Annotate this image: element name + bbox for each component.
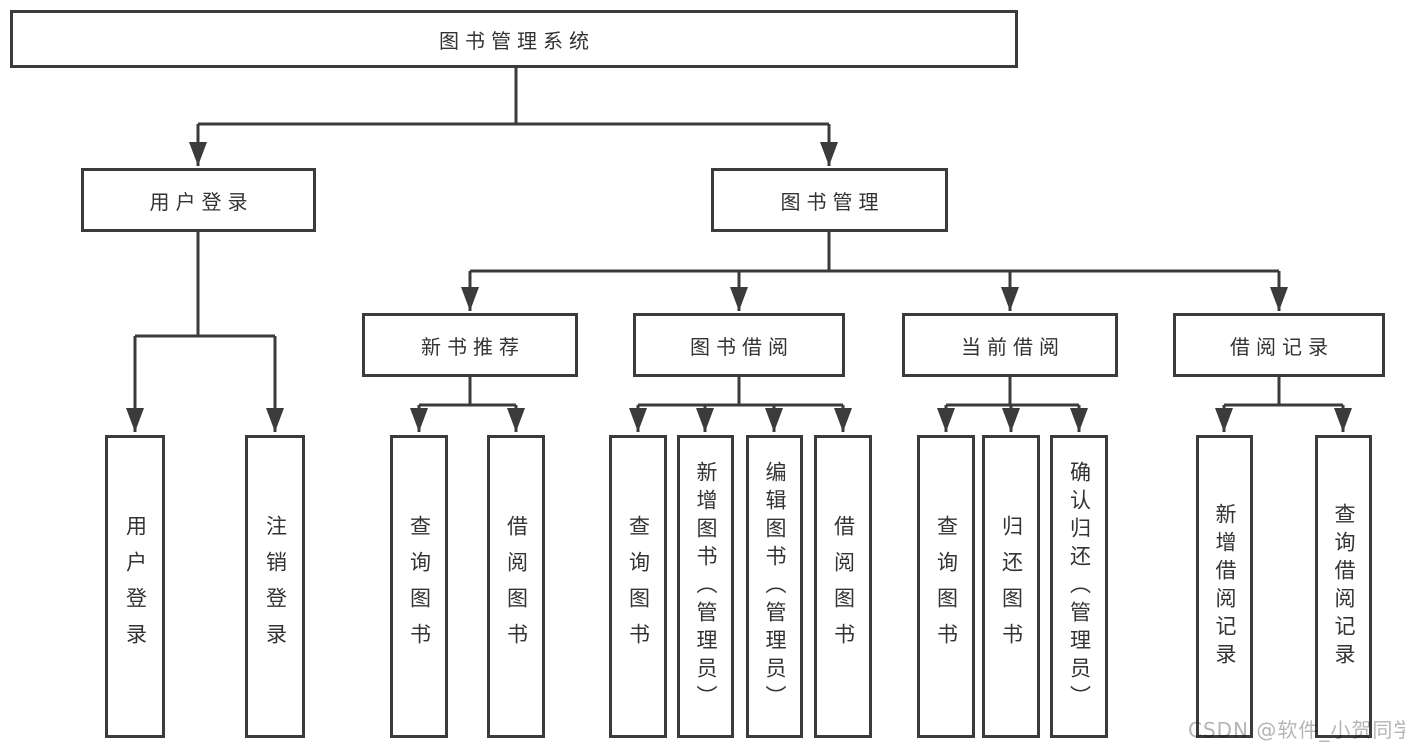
- node-query-books-recommend: 查询图书: [390, 435, 448, 738]
- node-query-books-borrow: 查询图书: [609, 435, 667, 738]
- node-label: 借阅图书: [504, 514, 529, 659]
- node-edit-book-admin: 编辑图书（管理员）: [746, 435, 803, 738]
- node-borrow-books-recommend: 借阅图书: [487, 435, 545, 738]
- node-borrow-books-leaf: 借阅图书: [814, 435, 872, 738]
- node-label: 注销登录: [263, 514, 288, 659]
- node-book-borrowing: 图书借阅: [633, 313, 845, 377]
- node-new-book-recommendation: 新书推荐: [362, 313, 578, 377]
- node-logout: 注销登录: [245, 435, 305, 738]
- node-label: 查询图书: [626, 514, 651, 659]
- node-label: 新书推荐: [421, 334, 525, 359]
- node-user-login-leaf: 用户登录: [105, 435, 165, 738]
- node-label: 借阅图书: [831, 514, 856, 659]
- node-label: 归还图书: [999, 514, 1024, 659]
- node-add-borrow-record: 新增借阅记录: [1196, 435, 1253, 738]
- node-label: 编辑图书（管理员）: [763, 460, 787, 713]
- node-return-books: 归还图书: [982, 435, 1040, 738]
- node-add-book-admin: 新增图书（管理员）: [677, 435, 734, 738]
- node-book-management: 图书管理: [711, 168, 948, 232]
- node-borrowing-records: 借阅记录: [1173, 313, 1385, 377]
- node-label: 查询图书: [407, 514, 432, 659]
- node-library-management-system: 图书管理系统: [10, 10, 1018, 68]
- node-query-books-current: 查询图书: [917, 435, 975, 738]
- node-current-borrowing: 当前借阅: [902, 313, 1118, 377]
- node-label: 图书管理系统: [439, 28, 595, 53]
- node-user-login-branch: 用户登录: [81, 168, 316, 232]
- node-label: 确认归还（管理员）: [1067, 460, 1092, 713]
- node-label: 用户登录: [149, 189, 254, 214]
- node-label: 图书管理: [780, 189, 885, 214]
- node-label: 查询图书: [934, 514, 959, 659]
- node-confirm-return-admin: 确认归还（管理员）: [1050, 435, 1108, 738]
- node-label: 当前借阅: [961, 334, 1065, 359]
- node-label: 图书借阅: [690, 334, 794, 359]
- node-label: 新增借阅记录: [1213, 502, 1237, 671]
- node-label: 借阅记录: [1230, 334, 1334, 359]
- node-label: 用户登录: [123, 514, 148, 659]
- node-label: 查询借阅记录: [1332, 502, 1356, 671]
- node-query-borrow-record: 查询借阅记录: [1315, 435, 1372, 738]
- csdn-watermark: CSDN @软件_小贺同学: [1188, 718, 1405, 742]
- node-label: 新增图书（管理员）: [694, 460, 718, 713]
